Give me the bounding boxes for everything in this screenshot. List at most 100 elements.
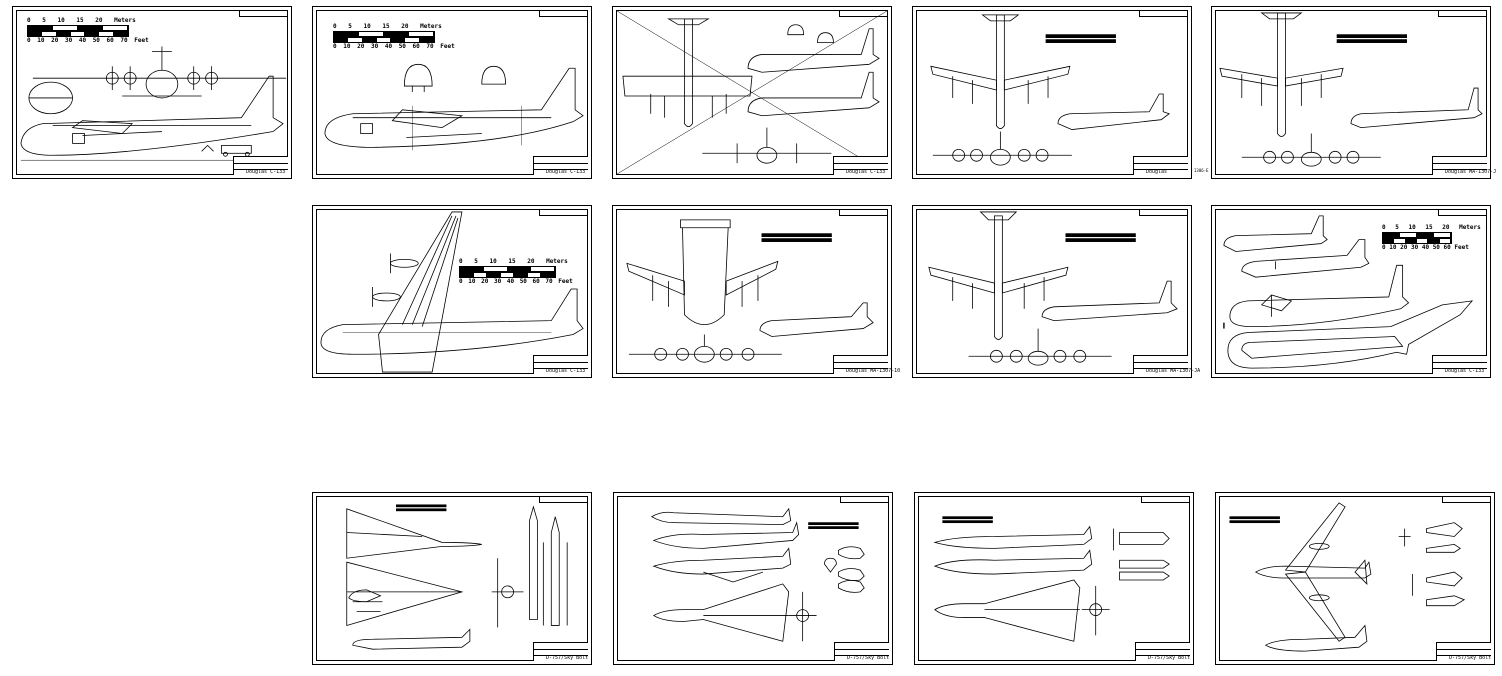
sheet-border [1219, 496, 1491, 661]
scale-meters-unit: Meters [114, 17, 136, 24]
scale-bar: 0 5 10 15 20 Meters 0 10 20 30 40 50 60 … [1382, 224, 1490, 254]
scale-feet-ticks: 0 10 20 30 40 50 60 70 Feet [459, 278, 573, 285]
drawing-title: D-757/Sky Bolt [546, 655, 589, 661]
scale-meters-ticks: 0 5 10 15 20 Meters [459, 258, 568, 265]
sheet-border [316, 496, 588, 661]
drawing-sheet-10[interactable]: D-757/Sky Bolt [312, 492, 592, 665]
sheet-border [616, 209, 888, 374]
drawing-title: Douglas C-133 [246, 169, 286, 175]
drawing-title: Douglas MA-1307-JA [1146, 368, 1201, 374]
drawing-title: Douglas C-133 [846, 169, 886, 175]
drawing-sheet-5[interactable]: Douglas MA-1307-J [1211, 6, 1496, 179]
revision-block [539, 496, 588, 503]
drawing-sheet-1[interactable]: 0 5 10 15 20 Meters 0 10 20 30 40 50 60 … [12, 6, 292, 179]
drawing-title: Douglas [1146, 169, 1168, 175]
scale-feet-ticks: 0 10 20 30 40 50 60 70 Feet [333, 43, 455, 50]
revision-block [839, 10, 888, 17]
revision-block [1442, 496, 1491, 503]
aircraft-drawing [1229, 502, 1466, 652]
revision-block [1139, 209, 1188, 216]
revision-block [1141, 496, 1190, 503]
drawing-sheet-2[interactable]: 0 5 10 15 20 Meters 0 10 20 30 40 50 60 … [312, 6, 592, 179]
scale-meters-ticks: 0 5 10 15 20 Meters [27, 17, 136, 24]
title-block: Douglas MA-1307-J [1432, 156, 1496, 175]
drawing-sheet-7[interactable]: Douglas MA-1307-10 [612, 205, 900, 378]
drawing-sheet-8[interactable]: Douglas MA-1307-JA [912, 205, 1200, 378]
scale-bar: 0 5 10 15 20 Meters 0 10 20 30 40 50 60 … [457, 258, 587, 288]
revision-block [840, 496, 889, 503]
drawing-sheet-4[interactable]: 1306-E Douglas [912, 6, 1208, 179]
drawing-sheet-12[interactable]: D-757/Sky Bolt [914, 492, 1194, 665]
revision-block [1438, 209, 1487, 216]
title-block: Douglas MA-1307-JA [1133, 355, 1200, 374]
title-block: Douglas C-133 [533, 156, 588, 175]
scale-feet-bar [333, 37, 435, 43]
drawing-sheet-3[interactable]: Douglas C-133 [612, 6, 892, 179]
scale-bar: 0 5 10 15 20 Meters 0 10 20 30 40 50 60 … [25, 17, 165, 47]
scale-bar: 0 5 10 15 20 Meters 0 10 20 30 40 50 60 … [331, 23, 471, 53]
aircraft-drawing [933, 516, 1170, 642]
scale-feet-unit: Feet [1454, 244, 1469, 251]
title-block: Douglas C-133 [233, 156, 288, 175]
drawing-sheet-6[interactable]: 0 5 10 15 20 Meters 0 10 20 30 40 50 60 … [312, 205, 592, 378]
drawing-title: Douglas C-133 [546, 169, 586, 175]
aircraft-drawing [346, 504, 568, 650]
aircraft-drawing [1223, 215, 1474, 369]
aircraft-drawing [928, 211, 1178, 366]
aircraft-drawing [324, 63, 584, 151]
scale-feet-bar [1382, 238, 1452, 244]
drawing-title: D-757/Sky Bolt [1148, 655, 1191, 661]
drawing-title: Douglas MA-1307-10 [846, 368, 901, 374]
revision-block [539, 10, 588, 17]
title-block: D-757/Sky Bolt [1135, 642, 1190, 661]
scale-meters-unit: Meters [420, 23, 442, 30]
scale-meters-bar [1382, 232, 1452, 238]
drawing-sheet-11[interactable]: D-757/Sky Bolt [613, 492, 893, 665]
revision-block [1139, 10, 1188, 17]
sheet-border [316, 209, 588, 374]
aircraft-drawing [20, 46, 287, 161]
scale-meters-unit: Meters [546, 258, 568, 265]
drawing-title: D-757/Sky Bolt [1449, 655, 1492, 661]
title-block: Douglas C-133 [1432, 355, 1487, 374]
sheet-border [617, 496, 889, 661]
drawing-title: Douglas C-133 [1445, 368, 1485, 374]
revision-block [539, 209, 588, 216]
title-block: D-757/Sky Bolt [834, 642, 889, 661]
drawing-title: Douglas C-133 [546, 368, 586, 374]
sheet-border [616, 10, 888, 175]
sheet-border [1215, 10, 1487, 175]
scale-feet-unit: Feet [134, 37, 149, 44]
drawing-title: D-757/Sky Bolt [847, 655, 890, 661]
aircraft-drawing [320, 211, 584, 373]
revision-block [239, 10, 288, 17]
sheet-border [916, 10, 1188, 175]
title-block: Douglas C-133 [833, 156, 888, 175]
sheet-border [916, 209, 1188, 374]
aircraft-drawing [626, 219, 874, 363]
title-block: D-757/Sky Bolt [533, 642, 588, 661]
sheet-border [1215, 209, 1487, 374]
scale-feet-ticks: 0 10 20 30 40 50 60 70 Feet [27, 37, 149, 44]
sheet-border [316, 10, 588, 175]
aircraft-drawing [1219, 12, 1483, 167]
scale-meters-bar [333, 31, 435, 37]
scale-feet-bar [459, 272, 556, 278]
scale-meters-unit: Meters [1459, 224, 1481, 231]
title-block: D-757/Sky Bolt [1436, 642, 1491, 661]
title-block: Douglas C-133 [533, 355, 588, 374]
sheet-code: 1306-E [1194, 168, 1209, 173]
drawing-title: Douglas MA-1307-J [1445, 169, 1497, 175]
aircraft-drawing [650, 507, 865, 642]
scale-meters-bar [459, 266, 556, 272]
scale-feet-ticks: 0 10 20 30 40 50 60 Feet [1382, 244, 1469, 251]
scale-feet-unit: Feet [440, 43, 455, 50]
drawing-sheet-9[interactable]: 0 5 10 15 20 Meters 0 10 20 30 40 50 60 … [1211, 205, 1491, 378]
scale-meters-ticks: 0 5 10 15 20 Meters [1382, 224, 1481, 231]
sheet-border [918, 496, 1190, 661]
revision-block [1438, 10, 1487, 17]
title-block: Douglas MA-1307-10 [833, 355, 900, 374]
title-block: Douglas [1133, 156, 1188, 175]
drawing-sheet-13[interactable]: D-757/Sky Bolt [1215, 492, 1495, 665]
aircraft-drawing [930, 14, 1171, 166]
